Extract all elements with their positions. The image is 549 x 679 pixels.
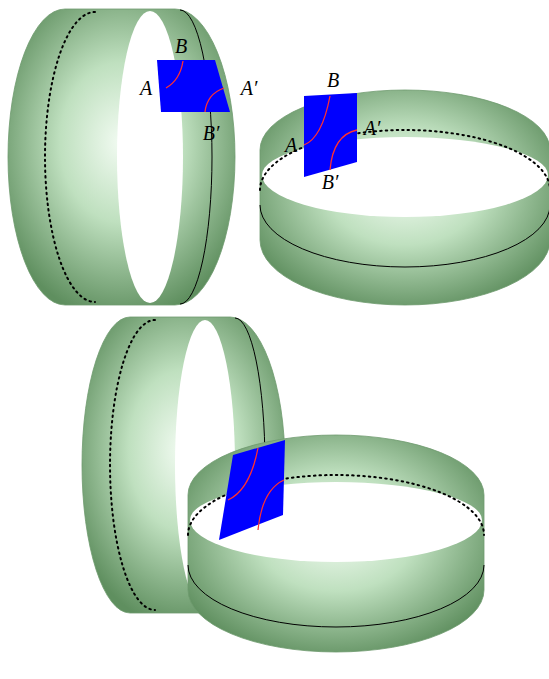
point-label: A	[285, 135, 297, 155]
vertical-band	[8, 9, 235, 305]
point-label: B′	[322, 172, 339, 192]
point-label: B	[175, 36, 187, 56]
point-label: A′	[241, 78, 258, 98]
point-label: A	[140, 78, 152, 98]
linked-bands	[82, 317, 484, 652]
horizontal-band	[260, 90, 549, 305]
point-label: B	[327, 70, 339, 90]
point-label: B′	[203, 123, 220, 143]
point-label: A′	[364, 118, 381, 138]
